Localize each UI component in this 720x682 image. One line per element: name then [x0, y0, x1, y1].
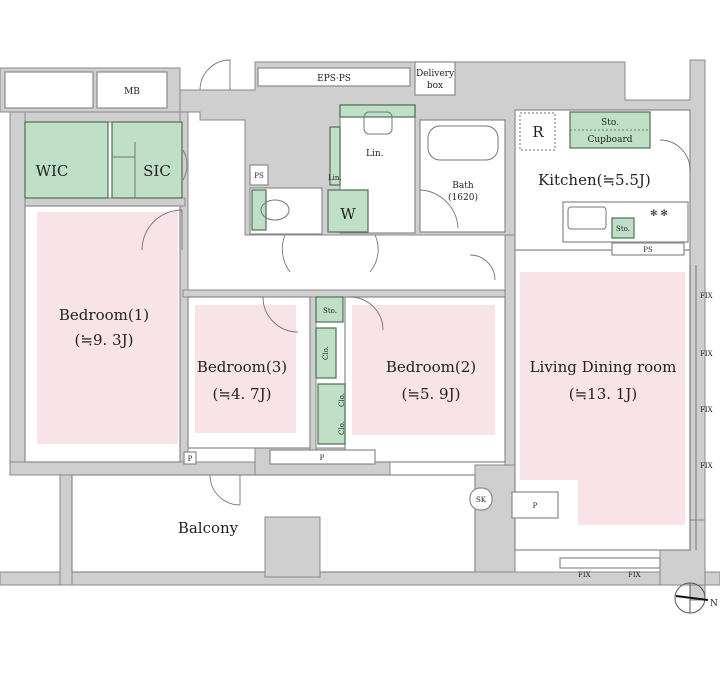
p-box-right	[511, 491, 559, 519]
bedroom-3-label: Bedroom(3)	[197, 358, 287, 376]
living-area-label: (≒13. 1J)	[569, 385, 637, 403]
vanity-counter	[339, 104, 416, 118]
living-floor	[520, 272, 685, 525]
r-label: R	[532, 123, 544, 141]
fix-label: FIX	[700, 292, 713, 300]
linen-storage	[329, 126, 341, 186]
bath-label: Bath	[452, 181, 474, 191]
kitchen-ps-label: PS	[643, 246, 653, 254]
fix-label: FIX	[700, 406, 713, 414]
bedroom2-closet	[317, 383, 346, 445]
toilet-tank	[251, 189, 267, 231]
p-label-left: P	[188, 455, 193, 463]
delivery-box-label: box	[427, 81, 443, 91]
lin-label-small: Lin.	[328, 174, 342, 182]
kitchen-label: Kitchen(≒5.5J)	[538, 171, 651, 189]
toilet-icon	[260, 199, 290, 221]
balcony-pillar	[264, 516, 321, 578]
kitchen-sto-label: Sto.	[616, 225, 630, 233]
washer-space	[327, 189, 369, 233]
bath-room	[419, 119, 506, 233]
fix-label: FIX	[700, 462, 713, 470]
eps-ps-box	[257, 67, 411, 87]
cupboard-label: Cupboard	[587, 135, 632, 145]
sk-label: SK	[476, 496, 487, 504]
kitchen-ps-box	[611, 242, 685, 256]
kitchen-sink-icon	[567, 206, 607, 230]
p-label-right: P	[533, 502, 538, 510]
bedroom3-closet	[315, 327, 337, 379]
north-compass-icon: N	[674, 582, 718, 614]
delivery-label: Delivery	[416, 69, 455, 79]
kitchen-storage	[611, 217, 635, 239]
w-label: W	[340, 205, 356, 223]
hall-storage	[315, 296, 344, 323]
mb-box	[96, 71, 168, 109]
hall-sto-label: Sto.	[323, 307, 337, 315]
stove-icon: ✻ ✻	[650, 209, 668, 219]
clo-label-3: Clo.	[338, 421, 346, 435]
balcony-label: Balcony	[178, 519, 239, 537]
sto-label: Sto.	[601, 118, 619, 128]
wic-label: WIC	[36, 162, 69, 180]
p-box-left	[183, 451, 197, 465]
p-box-center	[269, 449, 376, 465]
bath-size: (1620)	[448, 192, 478, 203]
mb-label: MB	[124, 87, 140, 97]
bedroom-1-floor	[37, 212, 178, 444]
bedroom-3-area-label: (≒4. 7J)	[213, 385, 272, 403]
bedroom-1-area-label: (≒9. 3J)	[75, 331, 134, 349]
kitchen-counter	[562, 201, 689, 243]
fix-windows: FIX FIX FIX FIX FIX FIX	[559, 265, 713, 579]
bedroom-2-label: Bedroom(2)	[386, 358, 476, 376]
refrigerator-space	[519, 112, 556, 151]
living-label: Living Dining room	[530, 358, 677, 376]
sink-icon	[363, 111, 393, 135]
bedroom-2-floor	[352, 305, 495, 435]
lin-label: Lin.	[366, 149, 384, 159]
clo-label-1: Clo.	[322, 346, 330, 360]
p-label-center: P	[320, 454, 325, 462]
fix-label: FIX	[628, 571, 641, 579]
bedroom-1-label: Bedroom(1)	[59, 306, 149, 324]
sk-box	[469, 487, 493, 511]
bedroom-2-area-label: (≒5. 9J)	[402, 385, 461, 403]
sic-storage	[111, 121, 183, 199]
ps-label: PS	[254, 172, 264, 180]
bottom-window	[559, 557, 661, 569]
bathtub-icon	[427, 125, 499, 161]
eps-ps-label: EPS·PS	[317, 74, 351, 84]
fix-label: FIX	[578, 571, 591, 579]
clo-label-2: Clo.	[338, 393, 346, 407]
storage-box	[4, 71, 94, 109]
wic-storage	[24, 121, 109, 199]
delivery-box	[414, 61, 456, 96]
ps-box	[249, 164, 269, 186]
sic-label: SIC	[143, 162, 171, 180]
north-label: N	[710, 599, 718, 609]
fix-label: FIX	[700, 350, 713, 358]
